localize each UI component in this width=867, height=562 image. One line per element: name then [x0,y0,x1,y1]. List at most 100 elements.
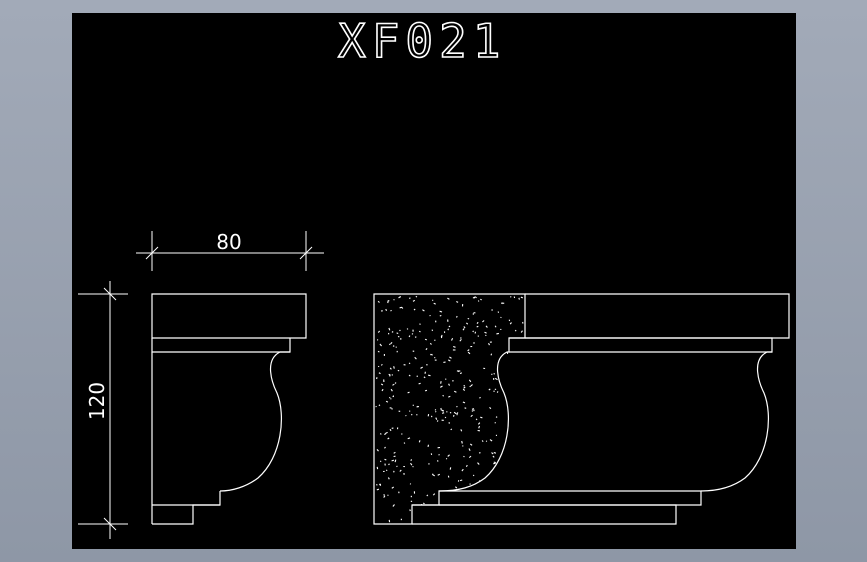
hatch-dot [396,332,399,335]
height-tick-bottom [103,517,117,531]
hatch-dot [414,356,417,360]
hatch-dot [444,416,447,419]
hatch-dot [453,390,457,393]
hatch-dot [471,408,475,410]
hatch-dot [479,396,481,399]
hatch-dot [456,405,458,408]
hatch-dot [448,422,451,424]
hatch-dot [467,351,471,355]
width-dimension: 80 [136,230,324,271]
elevation-bottom-fillet [439,490,702,506]
hatch-dot [384,433,387,435]
hatch-dot [390,309,392,312]
hatch-dot [414,336,417,338]
hatch-dot [422,309,425,312]
hatch-dot [494,325,497,328]
hatch-dot [462,328,465,331]
hatch-dot [461,440,463,444]
hatch-dot [433,302,436,305]
hatch-dot [394,382,397,384]
hatch-dot [468,448,471,451]
profile-foot [152,504,220,525]
hatch-dot [392,383,395,386]
hatch-dot [452,414,455,417]
profile-bottom-fillet [152,491,221,506]
hatch-dot [410,459,413,462]
hatch-dot [388,327,391,331]
hatch-dot [509,322,512,325]
hatch-dot [405,414,407,417]
hatch-dot [520,330,523,333]
hatch-dot [412,299,416,302]
hatch-dot [453,345,456,348]
drawing-canvas: XF021 80 120 [72,13,796,549]
hatch-dot [448,325,451,328]
hatch-dot [384,446,386,449]
hatch-dot [447,359,451,362]
hatch-dot [469,443,473,446]
hatch-dot [388,396,391,399]
hatch-dot [449,411,452,414]
hatch-dot [462,401,466,404]
hatch-dot [385,431,388,434]
hatch-dot [447,454,450,457]
hatch-dot [435,411,437,413]
height-dimension: 120 [78,281,128,539]
hatch-dot [434,409,437,411]
hatch-dot [390,398,392,400]
hatch-dot [427,374,431,377]
hatch-dot [388,343,391,346]
hatch-dot [461,468,464,472]
hatch-dot [399,469,402,472]
profile-top-block [151,293,307,339]
hatch-dot [489,439,493,442]
profile-step-band [151,338,291,353]
hatch-dot [474,296,477,299]
hatch-dot [496,332,500,335]
hatch-dot [476,325,479,328]
hatch-dot [380,383,384,386]
hatch-dot [393,451,396,454]
hatch-dot [475,418,478,421]
hatch-dot [394,459,397,463]
hatch-dot [426,494,429,497]
hatch-dot [463,384,465,387]
hatch-dot [450,428,453,431]
hatch-dot [399,306,403,309]
hatch-dot [459,338,462,342]
hatch-dot [492,455,495,458]
hatch-dot [420,366,423,369]
hatch-dot [439,310,443,313]
hatch-dot [459,479,463,482]
hatch-dot [438,453,440,456]
hatch-dot [422,502,425,505]
hatch-dot [393,366,395,369]
hatch-dot [494,377,498,381]
hatch-dot [477,462,480,465]
hatch-dot [418,440,421,443]
hatch-dot [493,462,496,465]
hatch-dot [455,486,458,489]
hatch-dot [423,376,426,379]
hatch-dot [431,353,433,356]
hatch-dot [407,391,410,394]
hatch-dot [490,353,493,356]
hatch-dot [495,416,498,418]
width-dimension-label: 80 [216,230,241,254]
hatch-dot [518,297,520,300]
hatch-dot [460,429,463,432]
hatch-dot [385,469,388,472]
hatch-dot [479,479,481,482]
hatch-dot [456,301,459,303]
hatch-dot [449,356,452,359]
hatch-dot [493,451,497,454]
hatch-dot [480,298,482,301]
hatch-dot [449,467,452,470]
hatch-dot [425,348,428,351]
hatch-dot [462,388,466,391]
hatch-dot [419,323,421,325]
width-tick-right [299,246,313,260]
hatch-dot [377,330,381,333]
hatch-dot [496,391,499,393]
hatch-dot [470,414,473,418]
